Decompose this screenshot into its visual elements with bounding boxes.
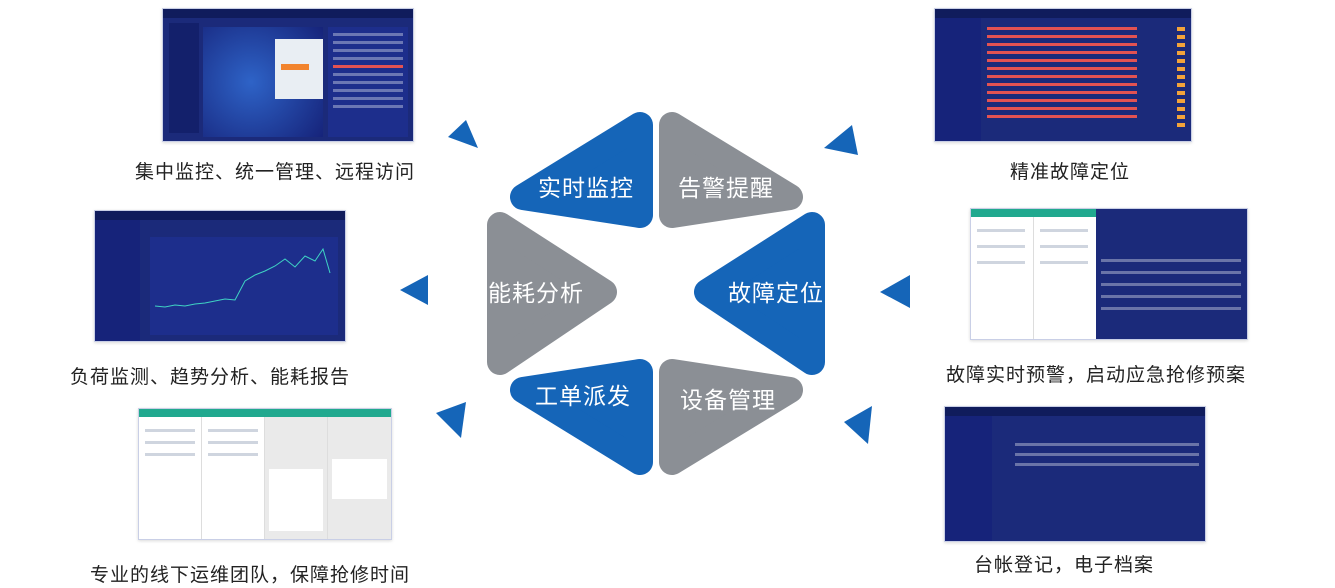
thumbnail-asset-ledger bbox=[944, 406, 1206, 542]
segment-alarm-reminder bbox=[659, 112, 803, 228]
segment-energy-analysis bbox=[487, 212, 617, 375]
thumbnail-fault-table bbox=[934, 8, 1192, 142]
caption-asset-ledger: 台帐登记，电子档案 bbox=[974, 554, 1155, 576]
pointer-mid-right bbox=[880, 275, 910, 308]
segment-fault-location bbox=[694, 212, 825, 375]
label-work-order: 工单派发 bbox=[535, 384, 631, 410]
label-energy-analysis: 能耗分析 bbox=[488, 281, 584, 307]
caption-fault-alarm: 故障实时预警，启动应急抢修预案 bbox=[946, 364, 1247, 386]
label-device-management: 设备管理 bbox=[680, 388, 776, 414]
label-alarm-reminder: 告警提醒 bbox=[678, 176, 774, 202]
label-realtime-monitor: 实时监控 bbox=[538, 176, 634, 202]
caption-load-analysis: 负荷监测、趋势分析、能耗报告 bbox=[70, 366, 351, 388]
label-fault-location: 故障定位 bbox=[728, 281, 824, 307]
thumbnail-load-trend bbox=[94, 210, 346, 342]
segment-device-management bbox=[659, 359, 803, 475]
caption-monitoring: 集中监控、统一管理、远程访问 bbox=[135, 161, 416, 183]
pointer-top-left bbox=[448, 120, 478, 148]
caption-fault-location: 精准故障定位 bbox=[1010, 161, 1131, 183]
caption-maintenance-team: 专业的线下运维团队，保障抢修时间 bbox=[90, 564, 411, 586]
segment-realtime-monitor bbox=[510, 112, 653, 228]
pointer-bottom-left bbox=[436, 402, 466, 438]
pointer-bottom-right bbox=[844, 406, 872, 444]
thumbnail-mobile-app bbox=[138, 408, 392, 540]
thumbnail-dashboard-map bbox=[162, 8, 414, 142]
pointer-mid-left bbox=[400, 275, 428, 305]
segment-work-order bbox=[510, 359, 653, 475]
thumbnail-alarm-settings bbox=[970, 208, 1248, 340]
pointer-top-right bbox=[824, 125, 858, 155]
